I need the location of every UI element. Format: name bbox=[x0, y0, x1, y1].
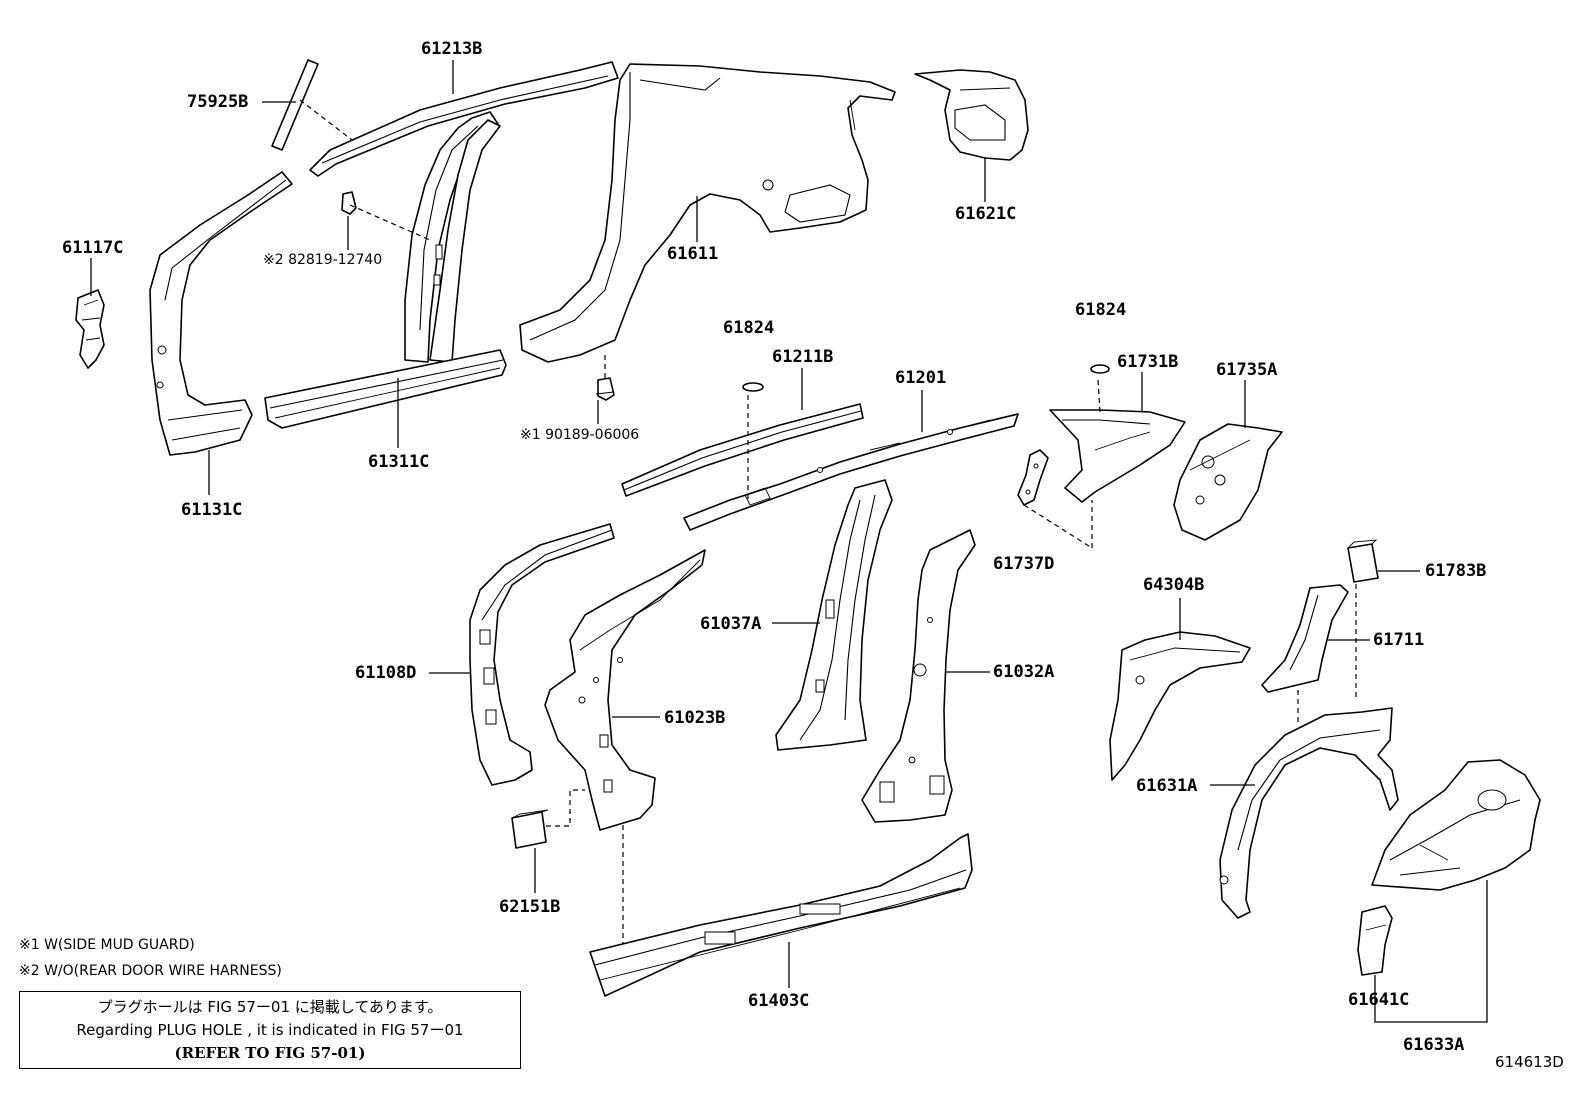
label-61201: 61201 bbox=[895, 368, 947, 388]
label-61211B: 61211B bbox=[772, 347, 834, 367]
footnote-1: ※1 W(SIDE MUD GUARD) bbox=[19, 937, 195, 953]
grommet-61824-a bbox=[742, 382, 764, 392]
wheelhouse-inner-61631A bbox=[1219, 707, 1399, 919]
panel-64304B bbox=[1109, 631, 1251, 781]
label-61621C: 61621C bbox=[955, 204, 1017, 224]
label-61403C: 61403C bbox=[748, 991, 810, 1011]
rocker-outer-61311C bbox=[264, 349, 507, 429]
block-62151B bbox=[511, 809, 549, 849]
label-61737D: 61737D bbox=[993, 554, 1055, 574]
label-61131C: 61131C bbox=[181, 500, 243, 520]
rocker-inner-61403C bbox=[589, 833, 973, 997]
footnote-2: ※2 W/O(REAR DOOR WIRE HARNESS) bbox=[19, 963, 282, 979]
label-61117C: 61117C bbox=[62, 238, 124, 258]
label-61824-b: 61824 bbox=[1075, 300, 1127, 320]
dashed-guides bbox=[299, 99, 1357, 944]
strip-75925B bbox=[271, 59, 319, 151]
panel-61711 bbox=[1261, 584, 1349, 693]
roof-side-rail-61213B bbox=[309, 61, 619, 177]
label-90189-06006: ※1 90189-06006 bbox=[520, 427, 640, 443]
label-61311C: 61311C bbox=[368, 452, 430, 472]
note-line-japanese: プラグホールは FIG 57ー01 に掲載してあります。 bbox=[97, 998, 443, 1016]
label-75925B: 75925B bbox=[187, 92, 249, 112]
plug-hole-note-box: プラグホールは FIG 57ー01 に掲載してあります。 Regarding P… bbox=[19, 991, 521, 1069]
label-61631A: 61631A bbox=[1136, 776, 1198, 796]
panel-61735A bbox=[1173, 423, 1283, 541]
block-61783B bbox=[1347, 539, 1379, 583]
label-61108D: 61108D bbox=[355, 663, 417, 683]
door-frame-ring bbox=[404, 111, 501, 363]
clip-90189 bbox=[595, 377, 615, 401]
bracket-61117C bbox=[75, 289, 105, 369]
label-61735A: 61735A bbox=[1216, 360, 1278, 380]
label-62151B: 62151B bbox=[499, 897, 561, 917]
label-64304B: 64304B bbox=[1143, 575, 1205, 595]
roof-inner-61201 bbox=[683, 413, 1019, 531]
center-pillar-inner-61032A bbox=[861, 529, 976, 823]
front-pillar-outer-61131C bbox=[149, 171, 293, 456]
front-pillar-inner-61108D bbox=[469, 523, 615, 786]
label-61711: 61711 bbox=[1373, 630, 1425, 650]
label-61611: 61611 bbox=[667, 244, 719, 264]
label-61641C: 61641C bbox=[1348, 990, 1410, 1010]
front-pillar-inner-61023B bbox=[544, 549, 706, 831]
bracket-61737D bbox=[1017, 449, 1049, 506]
panel-61621C bbox=[914, 69, 1029, 161]
label-61032A: 61032A bbox=[993, 662, 1055, 682]
label-61037A: 61037A bbox=[700, 614, 762, 634]
label-61731B: 61731B bbox=[1117, 352, 1179, 372]
panel-61641C bbox=[1357, 905, 1393, 976]
leader-lines bbox=[90, 60, 1488, 1023]
label-61633A: 61633A bbox=[1403, 1035, 1465, 1055]
center-pillar-61037A bbox=[775, 479, 893, 751]
label-61213B: 61213B bbox=[421, 39, 483, 59]
roof-inner-61211B bbox=[621, 403, 864, 497]
diagram-number: 614613D bbox=[1495, 1053, 1564, 1071]
clip-82819 bbox=[341, 191, 357, 215]
label-61783B: 61783B bbox=[1425, 561, 1487, 581]
label-61824-a: 61824 bbox=[723, 318, 775, 338]
panel-61731B bbox=[1049, 409, 1186, 503]
label-82819-12740: ※2 82819-12740 bbox=[263, 252, 383, 268]
note-line-english: Regarding PLUG HOLE , it is indicated in… bbox=[76, 1021, 464, 1039]
quarter-panel-61611 bbox=[519, 63, 896, 363]
wheelhouse-outer-61633A bbox=[1371, 759, 1541, 891]
grommet-61824-b bbox=[1090, 364, 1110, 374]
label-61023B: 61023B bbox=[664, 708, 726, 728]
note-line-refer: (REFER TO FIG 57-01) bbox=[174, 1044, 366, 1062]
